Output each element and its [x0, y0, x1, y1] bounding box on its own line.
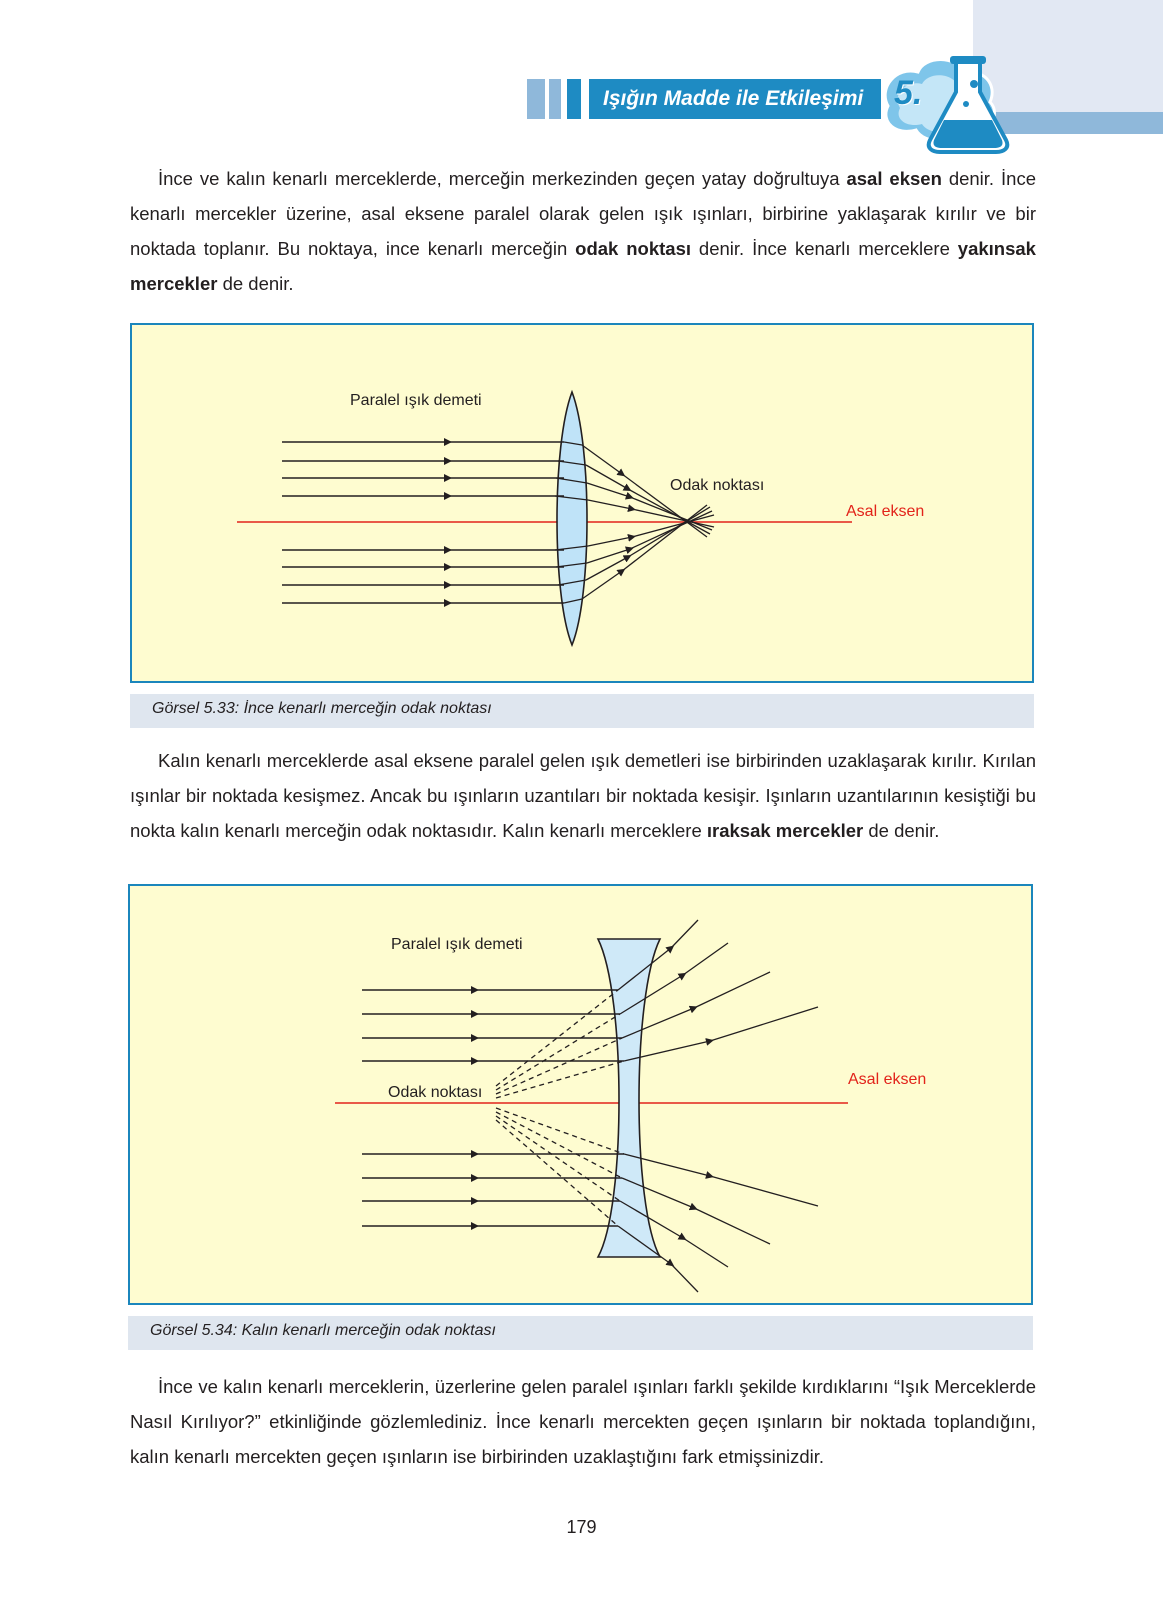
label-focal-point: Odak noktası — [670, 477, 764, 494]
chapter-title: Işığın Madde ile Etkileşimi — [589, 79, 881, 119]
unit-badge: 5. — [878, 48, 1028, 154]
label-principal-axis: Asal eksen — [848, 1071, 926, 1088]
rays-in-lens — [554, 441, 589, 604]
refracted-rays — [581, 444, 715, 600]
flask-icon — [883, 56, 1010, 154]
convex-lens — [556, 389, 588, 648]
unit-number: 5. — [894, 74, 923, 112]
incoming-rays — [362, 986, 624, 1230]
corner-decoration — [973, 0, 1163, 112]
incoming-rays — [282, 438, 564, 607]
figure-2-caption: Görsel 5.34: Kalın kenarlı merceğin odak… — [128, 1316, 1033, 1350]
figure-1-caption: Görsel 5.33: İnce kenarlı merceğin odak … — [130, 694, 1034, 728]
label-parallel-beam: Paralel ışık demeti — [391, 936, 523, 953]
ray-extensions — [495, 989, 625, 1227]
paragraph-2: Kalın kenarlı merceklerde asal eksene pa… — [130, 750, 1036, 841]
label-principal-axis: Asal eksen — [846, 503, 924, 520]
concave-lens — [596, 938, 662, 1258]
paragraph-1: İnce ve kalın kenarlı merceklerde, merce… — [130, 168, 1036, 294]
label-focal-point: Odak noktası — [388, 1084, 482, 1101]
figure-convex-lens: Paralel ışık demeti Odak noktası Asal ek… — [130, 323, 1034, 683]
paragraph-3: İnce ve kalın kenarlı merceklerin, üzerl… — [130, 1376, 1036, 1467]
label-parallel-beam: Paralel ışık demeti — [350, 392, 482, 409]
header-band — [978, 112, 1163, 134]
refracted-rays — [617, 919, 819, 1293]
page-number: 179 — [566, 1517, 597, 1537]
figure-concave-lens: Paralel ışık demeti Odak noktası Asal ek… — [128, 884, 1033, 1305]
